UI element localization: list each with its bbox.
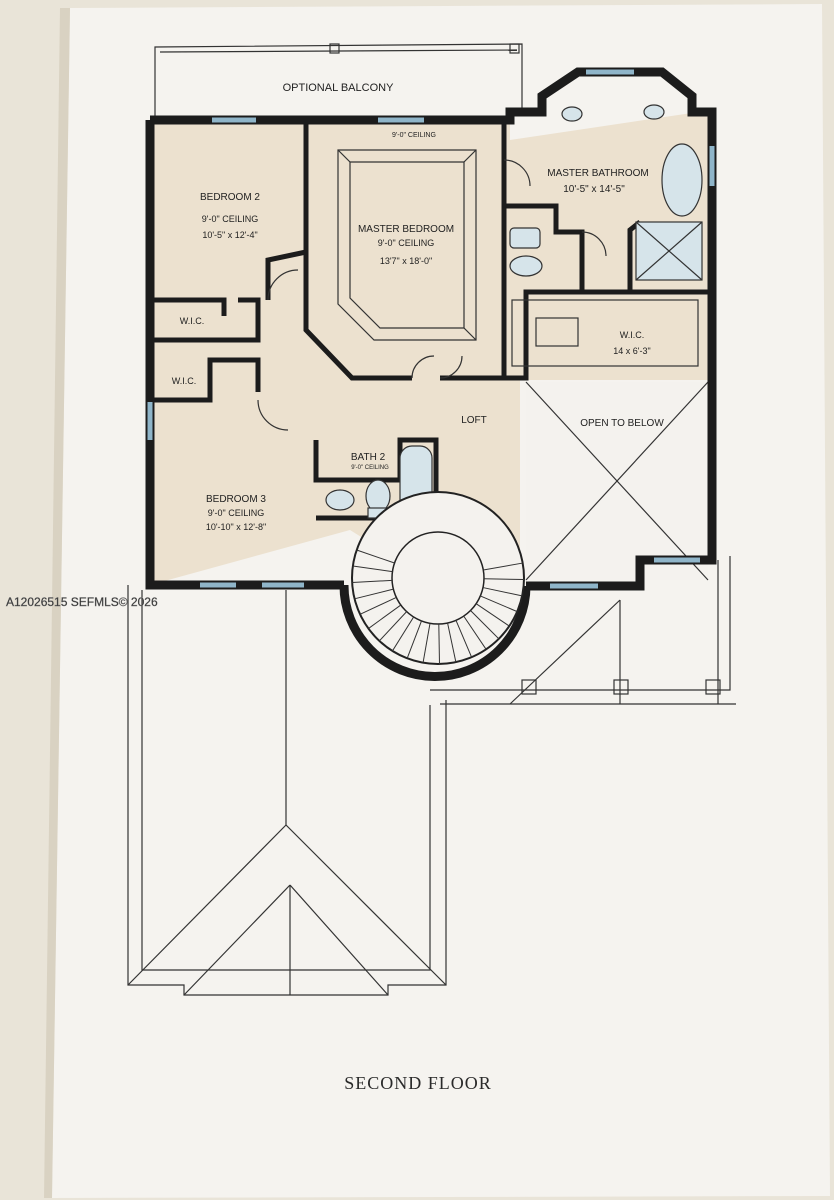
stair-tread <box>356 549 395 564</box>
stair-tread <box>475 603 510 627</box>
floor-caption: SECOND FLOOR <box>344 1073 492 1093</box>
stair-tread <box>447 622 457 663</box>
bedroom2-ceiling: 9'-0" CEILING <box>202 214 258 224</box>
stair-tread <box>438 623 441 664</box>
room-fills <box>150 110 712 585</box>
spiral-staircase <box>351 491 525 665</box>
stair-tread <box>422 623 431 663</box>
roof-plan <box>127 556 736 996</box>
loft-name: LOFT <box>461 415 487 426</box>
bath2-ceiling: 9'-0" CEILING <box>351 465 389 471</box>
master-bedroom-ceiling: 9'-0" CEILING <box>378 238 434 248</box>
stair-tread <box>359 596 397 615</box>
master-ceiling-top: 9'-0" CEILING <box>392 132 436 139</box>
bedroom3-size: 10'-10" x 12'-8" <box>206 522 266 532</box>
door-swings <box>257 159 607 431</box>
master-bedroom-size: 13'7" x 18'-0" <box>380 256 432 266</box>
master-bath-fixtures <box>509 104 703 281</box>
interior-walls <box>150 120 712 521</box>
stair-tread <box>480 595 518 613</box>
stair-tread <box>483 562 523 571</box>
room-labels: BEDROOM 2 9'-0" CEILING 10'-5" x 12'-4" … <box>172 132 665 532</box>
master-bath-name: MASTER BATHROOM <box>547 168 648 179</box>
wic-master-name: W.I.C. <box>620 330 645 340</box>
wic-island <box>535 317 579 347</box>
stair-tread <box>352 565 393 573</box>
bedroom3-name: BEDROOM 3 <box>206 494 266 505</box>
stair-tread <box>352 579 393 584</box>
stair-tread <box>483 578 524 581</box>
bedroom2-size: 10'-5" x 12'-4" <box>202 230 257 240</box>
windows <box>147 69 715 589</box>
wic1-name: W.I.C. <box>180 316 205 326</box>
master-bath-size: 10'-5" x 14'-5" <box>563 184 625 195</box>
stair-tread <box>354 588 394 600</box>
wic-shelving <box>511 299 699 367</box>
open-below-name: OPEN TO BELOW <box>580 418 664 429</box>
stair-tread <box>368 604 402 629</box>
stair-tread <box>392 616 415 652</box>
stair-tread <box>463 615 487 650</box>
bedroom2-name: BEDROOM 2 <box>200 192 260 203</box>
optional-balcony: OPTIONAL BALCONY <box>154 43 523 118</box>
wic2-name: W.I.C. <box>172 376 197 386</box>
stair-tread <box>455 620 473 658</box>
stair-tread <box>482 587 523 597</box>
master-bedroom-name: MASTER BEDROOM <box>358 224 454 235</box>
stair-tread <box>378 611 407 642</box>
balcony-label: OPTIONAL BALCONY <box>283 82 395 94</box>
bath2-name: BATH 2 <box>351 452 386 463</box>
watermark-text: A12026515 SEFMLS© 2026 <box>6 595 158 609</box>
bedroom3-ceiling: 9'-0" CEILING <box>208 508 264 518</box>
stair-tread <box>470 610 500 640</box>
stair-tread <box>406 620 422 659</box>
paper-shadow <box>44 8 70 1198</box>
wic-master-size: 14 x 6'-3" <box>613 346 650 356</box>
tray-ceiling <box>337 149 477 341</box>
